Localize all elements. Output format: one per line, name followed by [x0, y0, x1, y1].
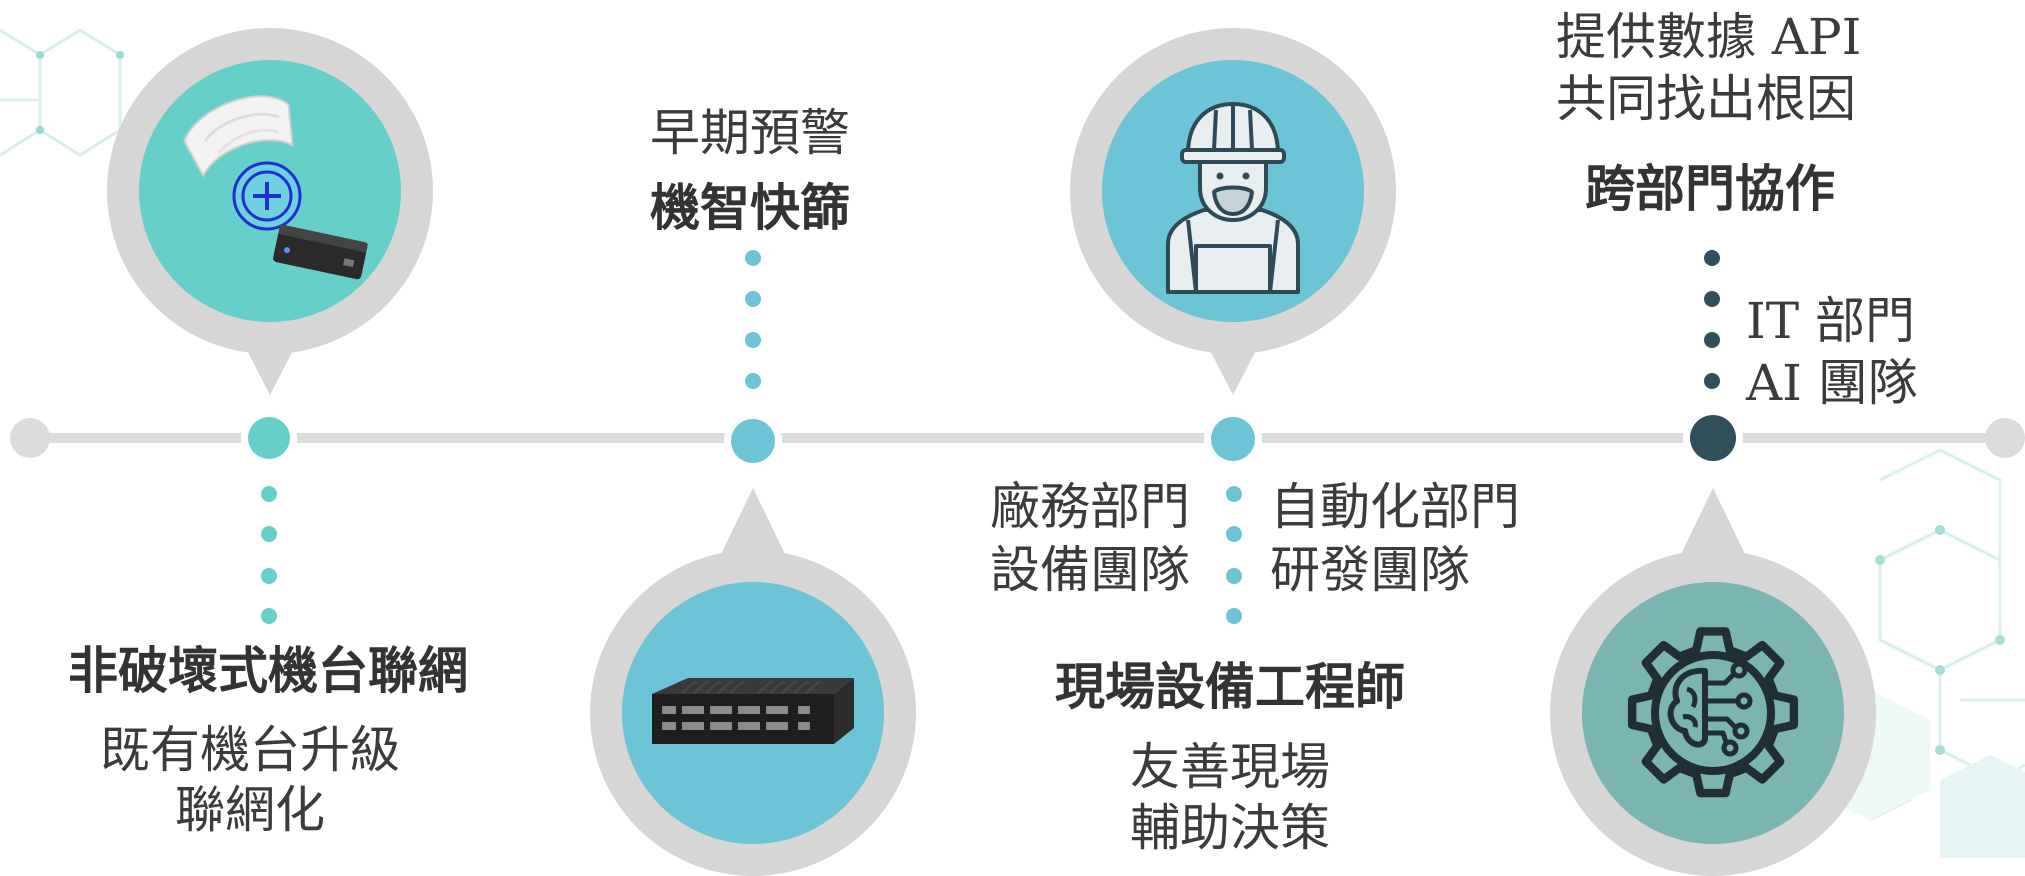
- milestone-3-line: 輔助決策: [1130, 799, 1330, 857]
- connector-dot: [745, 373, 761, 389]
- industrial-pc-icon: [652, 678, 854, 744]
- timeline-start-cap: [10, 418, 50, 458]
- connector-dot: [261, 526, 277, 542]
- milestone-1-pin: [107, 28, 433, 398]
- milestone-2-pin: [590, 488, 916, 876]
- milestone-3-right-item: 自動化部門: [1270, 478, 1520, 536]
- milestone-1-title: 非破壞式機台聯網: [68, 642, 468, 700]
- milestone-3-line: 友善現場: [1130, 738, 1330, 796]
- connector-dot: [745, 332, 761, 348]
- milestone-3-left-item: 廠務部門: [990, 478, 1190, 536]
- timeline-end-cap: [1985, 418, 2025, 458]
- milestone-4-pin: [1550, 488, 1876, 876]
- connector-dot: [745, 250, 761, 266]
- milestone-2-node: [731, 419, 775, 463]
- connector-dot: [1226, 526, 1242, 542]
- connector-dot: [1704, 373, 1720, 389]
- milestone-2-title: 機智快篩: [650, 179, 850, 237]
- connector-dot: [261, 608, 277, 624]
- connector-dot: [1226, 486, 1242, 502]
- milestone-4-top-line: 提供數據 API: [1556, 8, 1862, 66]
- connector-dot: [1704, 250, 1720, 266]
- milestone-3-right-item: 研發團隊: [1270, 541, 1470, 599]
- milestone-4-top-line: 共同找出根因: [1556, 70, 1856, 128]
- timeline-axis: [30, 433, 2005, 443]
- connector-dot: [261, 568, 277, 584]
- connector-dot: [1226, 608, 1242, 624]
- milestone-3-title: 現場設備工程師: [1055, 658, 1405, 716]
- milestone-2-subtitle: 早期預警: [650, 104, 850, 162]
- connector-dot: [1704, 332, 1720, 348]
- ai-gear-icon: [1627, 627, 1799, 798]
- milestone-1-node: [248, 417, 290, 459]
- connector-dot: [1704, 291, 1720, 307]
- milestone-4-node: [1690, 415, 1736, 461]
- connector-dot: [1226, 568, 1242, 584]
- milestone-3-node: [1211, 417, 1255, 461]
- milestone-1-line: 聯網化: [175, 781, 325, 839]
- milestone-4-list-item: IT 部門: [1746, 292, 1915, 350]
- milestone-1-line: 既有機台升級: [100, 721, 400, 779]
- milestone-3-pin: [1070, 28, 1396, 398]
- milestone-3-left-item: 設備團隊: [990, 541, 1190, 599]
- milestone-4-title: 跨部門協作: [1585, 160, 1835, 218]
- device-connection-icon: [183, 95, 368, 280]
- connector-dot: [261, 486, 277, 502]
- milestone-4-list-item: AI 團隊: [1746, 354, 1918, 412]
- engineer-icon: [1166, 102, 1300, 294]
- connector-dot: [745, 291, 761, 307]
